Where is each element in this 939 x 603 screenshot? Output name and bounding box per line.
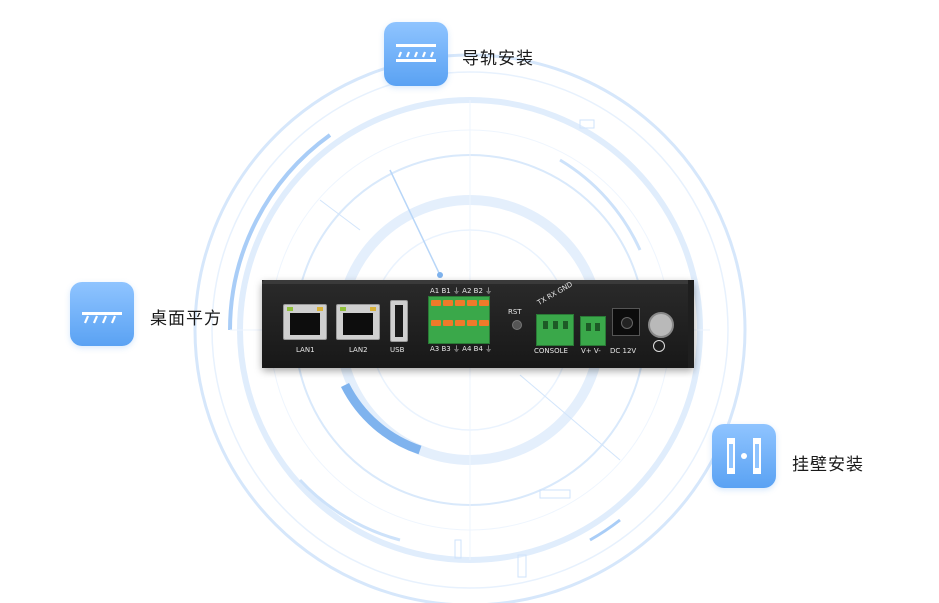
rst-label: RST <box>508 308 522 316</box>
desktop-mount-label: 桌面平方 <box>150 309 222 329</box>
wall-mount-label: 挂壁安装 <box>792 455 864 475</box>
reset-button[interactable] <box>512 320 522 330</box>
desktop-mount-icon <box>70 282 134 346</box>
rs485-top-label: A1 B1 ⏚ A2 B2 ⏚ <box>430 287 493 295</box>
rail-mount-label: 导轨安装 <box>462 49 534 69</box>
rs485-bottom-label: A3 B3 ⏚ A4 B4 ⏚ <box>430 345 493 353</box>
lan1-label: LAN1 <box>296 346 315 354</box>
device-bracket-right <box>688 280 694 368</box>
lan2-label: LAN2 <box>349 346 368 354</box>
console-label: CONSOLE <box>534 347 568 355</box>
lan1-port <box>283 304 327 340</box>
device-top-edge <box>262 280 694 284</box>
terminal-release-1 <box>431 300 441 306</box>
terminal-release-3 <box>455 300 465 306</box>
terminal-release-9 <box>467 320 477 326</box>
usb-port <box>390 300 408 342</box>
dc-label: DC 12V <box>610 347 637 355</box>
terminal-release-2 <box>443 300 453 306</box>
power-terminal <box>580 316 606 346</box>
terminal-release-10 <box>479 320 489 326</box>
terminal-release-4 <box>467 300 477 306</box>
lan2-port <box>336 304 380 340</box>
usb-label: USB <box>390 346 405 354</box>
wall-mount-icon <box>712 424 776 488</box>
terminal-release-6 <box>431 320 441 326</box>
terminal-release-8 <box>455 320 465 326</box>
din-rail-icon <box>384 22 448 86</box>
ground-symbol-icon <box>653 340 665 352</box>
terminal-release-7 <box>443 320 453 326</box>
terminal-release-5 <box>479 300 489 306</box>
console-terminal <box>536 314 574 346</box>
ground-screw-icon <box>648 312 674 338</box>
power-pins-label: V+ V- <box>581 347 601 355</box>
dc-power-jack <box>612 308 640 336</box>
